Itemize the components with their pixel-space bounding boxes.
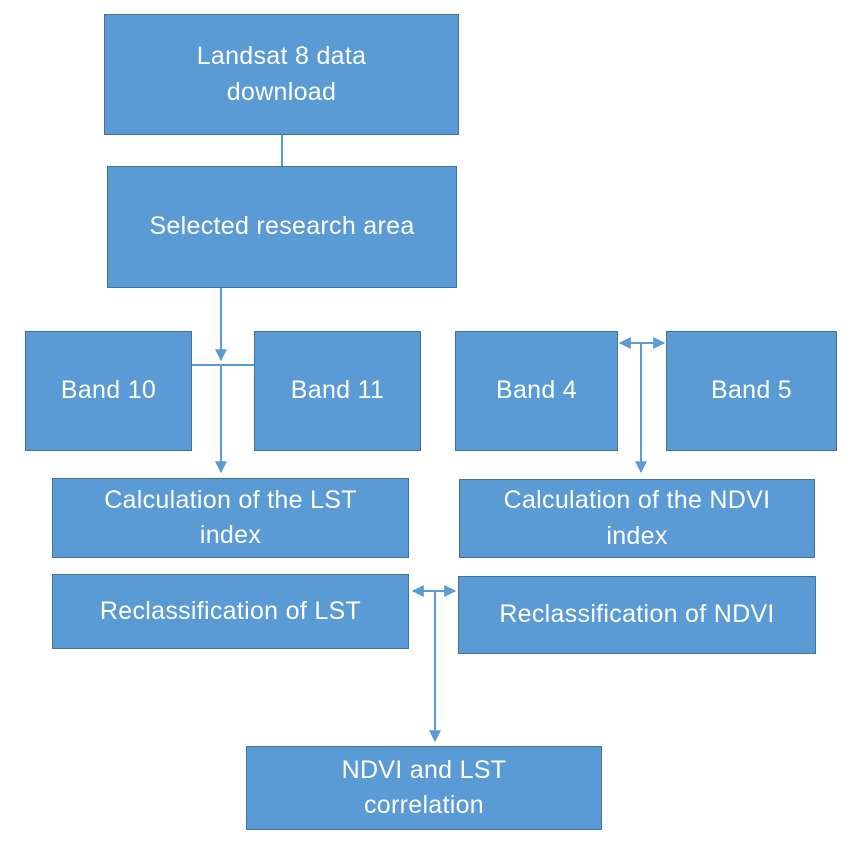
node-band5-label: Band 5 (710, 376, 793, 405)
node-band4: Band 4 (455, 331, 618, 451)
node-research-area-label: Selected research area (149, 212, 415, 241)
node-lst-reclassification: Reclassification of LST (52, 574, 409, 649)
node-band4-label: Band 4 (495, 376, 578, 405)
node-lst-calculation: Calculation of the LST index (52, 478, 409, 558)
node-landsat-download-label: Landsat 8 data download (196, 42, 367, 106)
node-landsat-download: Landsat 8 data download (104, 14, 459, 135)
node-lst-reclassification-label: Reclassification of LST (99, 596, 362, 625)
node-band11-label: Band 11 (290, 376, 385, 405)
node-ndvi-calculation-label: Calculation of the NDVI index (503, 486, 771, 550)
node-band5: Band 5 (666, 331, 837, 451)
node-ndvi-reclassification: Reclassification of NDVI (458, 576, 816, 654)
node-band10: Band 10 (25, 331, 192, 451)
node-lst-calculation-label: Calculation of the LST index (104, 485, 357, 550)
node-correlation-label: NDVI and LST correlation (341, 755, 507, 820)
node-research-area: Selected research area (107, 166, 457, 288)
node-band11: Band 11 (254, 331, 421, 451)
node-band10-label: Band 10 (60, 376, 157, 405)
node-ndvi-reclassification-label: Reclassification of NDVI (499, 600, 775, 629)
node-ndvi-calculation: Calculation of the NDVI index (459, 479, 815, 558)
node-correlation: NDVI and LST correlation (246, 746, 602, 830)
